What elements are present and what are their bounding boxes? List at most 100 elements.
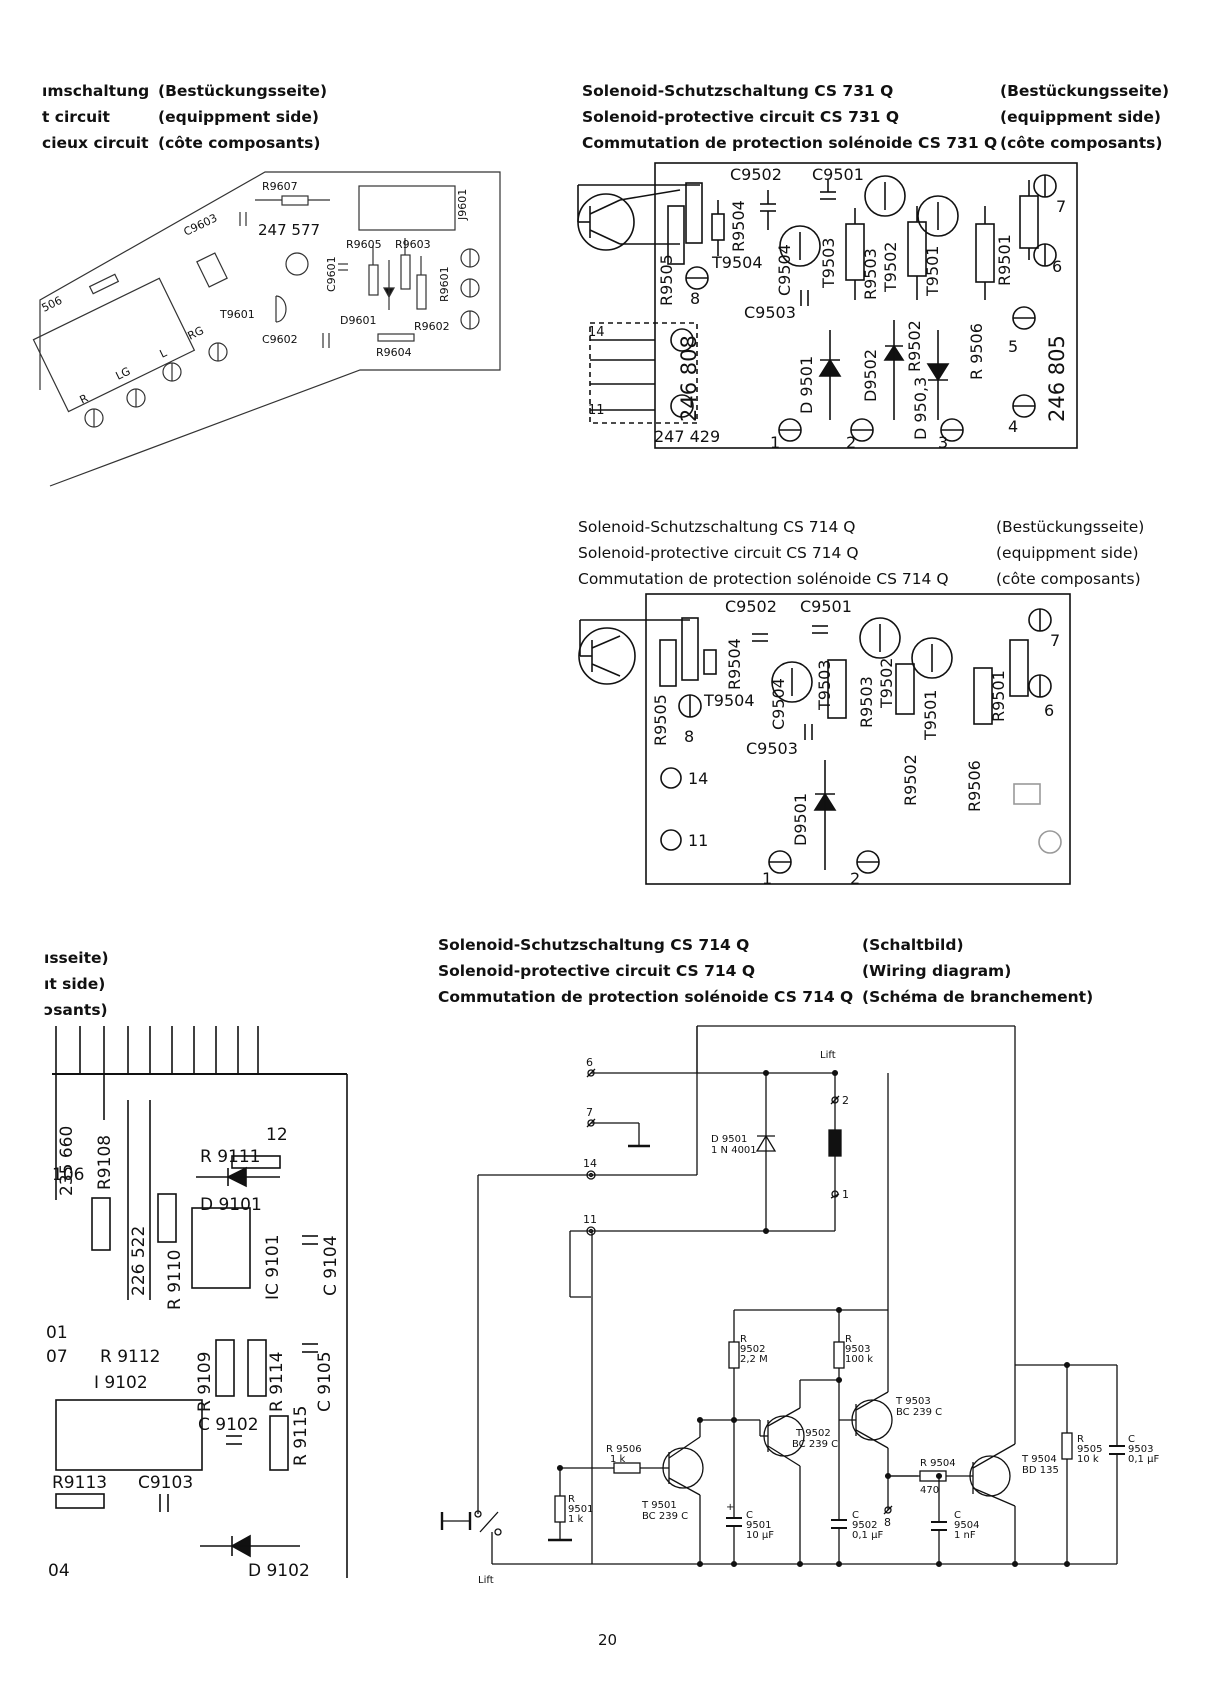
relay-pin-2-label: 2 — [842, 1094, 849, 1107]
ic9101-label: IC 9101 — [263, 1234, 283, 1300]
top-right-header-left: Solenoid-Schutzschaltung CS 731 Q Soleno… — [582, 78, 997, 156]
terminal-11-label: 11 — [588, 403, 605, 418]
r9501-label-a: R — [568, 1494, 575, 1505]
r-label: R — [78, 392, 91, 407]
terminal-6-label: 6 — [1052, 257, 1062, 276]
r9503-label-c: 100 k — [845, 1354, 873, 1365]
t9502-transistor — [859, 617, 901, 659]
d9601-label: D9601 — [340, 314, 376, 327]
board-outline — [645, 593, 1071, 885]
r9607-label: R9607 — [262, 180, 298, 193]
d9501-label-a: D 9501 — [711, 1134, 747, 1145]
terminal-8-label: 8 — [690, 289, 700, 308]
junction-dots — [556, 1069, 1071, 1568]
i9102-chip — [55, 1399, 203, 1471]
bottom-left-labels: 106 12 R 9111 D 9101 R9108 235 660 226 5… — [46, 1125, 341, 1581]
r9504-resistor-symbol — [919, 1470, 947, 1482]
schematic-labels: 6 7 14 11 Lift 2 1 8 D 9501 1 N 4001 R 9… — [478, 1050, 1159, 1586]
d9502-label: D9502 — [861, 349, 880, 402]
terminal-7-label: 7 — [1056, 197, 1066, 216]
page-number: 20 — [598, 1631, 618, 1649]
c9503-label-c: 0,1 µF — [1128, 1454, 1159, 1465]
r506-resistor — [88, 273, 120, 295]
header-line: ısseite) — [44, 949, 109, 967]
c9501-label: C9501 — [800, 597, 852, 616]
header-line: Solenoid-protective circuit CS 714 Q — [438, 962, 756, 980]
d9501-label: D 9501 — [797, 356, 816, 414]
t9504-transistor-symbol — [969, 1455, 1011, 1497]
c9502-label-a: C — [852, 1510, 859, 1521]
lift-bottom-label: Lift — [478, 1575, 494, 1586]
pad-rect — [196, 252, 228, 288]
t9504-label: T9504 — [703, 691, 755, 710]
c9504-label: C9504 — [769, 678, 788, 730]
header-line: (Schaltbild) — [862, 936, 964, 954]
t9502-transistor-symbol — [763, 1415, 805, 1457]
header-line: (Bestückungsseite) — [996, 518, 1145, 536]
c9503-label-a: C — [1128, 1434, 1135, 1445]
node-8-label: 8 — [884, 1516, 891, 1529]
header-line: (equippment side) — [996, 544, 1139, 562]
connector-block — [589, 322, 698, 424]
r9114-resistor — [247, 1339, 267, 1397]
header-line: ımschaltung — [42, 82, 150, 100]
d9501-label-b: 1 N 4001 — [711, 1145, 757, 1156]
t9501-transistor — [911, 637, 953, 679]
board-number-label: 247 577 — [258, 221, 320, 239]
r9505-resistor — [659, 639, 677, 687]
mid-right-labels: C9502 C9501 R9504 R9505 T9504 C9504 T950… — [651, 597, 1060, 888]
t9504-transistor — [771, 661, 813, 703]
header-line: Commutation de protection solénoide CS 7… — [578, 570, 949, 588]
terminal-6-label: 6 — [1044, 701, 1054, 720]
r9501-label-c: 1 k — [568, 1514, 584, 1525]
r9505-label-b: 9505 — [1077, 1444, 1102, 1455]
r9502-label: R9502 — [901, 754, 920, 806]
t12-label: 12 — [266, 1125, 288, 1145]
r9504-resistor — [711, 213, 725, 241]
t9501-transistor — [917, 195, 959, 237]
r9505-label-a: R — [1077, 1434, 1084, 1445]
r9505-resistor-symbol — [1061, 1432, 1073, 1460]
mid-right-header-left: Solenoid-Schutzschaltung CS 714 Q Soleno… — [578, 514, 949, 592]
c9504-label-c: 1 nF — [954, 1530, 976, 1541]
r9506-label-a: R 9506 — [606, 1444, 642, 1455]
b226522-label: 226 522 — [129, 1226, 149, 1296]
bottom-left-header-right: ısseite) ıt side) ɔsants) — [44, 945, 109, 1023]
d9101-label: D 9101 — [200, 1195, 262, 1215]
top-left-header-right: (Bestückungsseite) (equippment side) (cô… — [158, 78, 327, 156]
t9503-label-a: T 9503 — [895, 1396, 931, 1407]
r9114-label: R 9114 — [267, 1352, 287, 1412]
r9502-label-c: 2,2 M — [740, 1354, 768, 1365]
r9506-resistor — [1019, 195, 1039, 249]
r9115-resistor — [269, 1415, 289, 1471]
ic9101-chip — [191, 1207, 251, 1289]
c9102-label: C 9102 — [198, 1415, 259, 1435]
t07-label: 07 — [46, 1347, 68, 1367]
r9112-label: R 9112 — [100, 1347, 160, 1367]
t9501-label: T9501 — [923, 246, 942, 298]
t106-label: 106 — [52, 1165, 84, 1185]
c9501-label: C9501 — [812, 165, 864, 184]
r9501-label-b: 9501 — [568, 1504, 593, 1515]
header-line: Commutation de protection solénoide CS 7… — [438, 988, 854, 1006]
top-left-header-left: ımschaltung t circuit cieux circuit — [42, 78, 149, 156]
lead-wires — [55, 1026, 259, 1300]
node-11-label: 11 — [583, 1213, 597, 1226]
node-14-label: 14 — [583, 1157, 597, 1170]
schematic-components — [474, 1068, 1125, 1568]
t9502-label-a: T 9502 — [795, 1428, 831, 1439]
r9110-label: R 9110 — [165, 1250, 185, 1310]
t9503-label: T9503 — [815, 660, 834, 712]
terminal-pads — [670, 174, 1057, 442]
d9501-label: D9501 — [791, 793, 810, 846]
r9504-resistor — [703, 649, 717, 675]
r9109-resistor — [215, 1339, 235, 1397]
r9504-label: R9504 — [725, 638, 744, 690]
c9104-label: C 9104 — [321, 1235, 341, 1296]
terminal-2-label: 2 — [850, 869, 860, 888]
terminal-5-label: 5 — [1008, 337, 1018, 356]
r9505-label: R9505 — [651, 694, 670, 746]
t9504-label-b: BD 135 — [1022, 1465, 1059, 1476]
terminal-2-label: 2 — [846, 433, 856, 452]
t9503-transistor-symbol — [851, 1399, 893, 1441]
